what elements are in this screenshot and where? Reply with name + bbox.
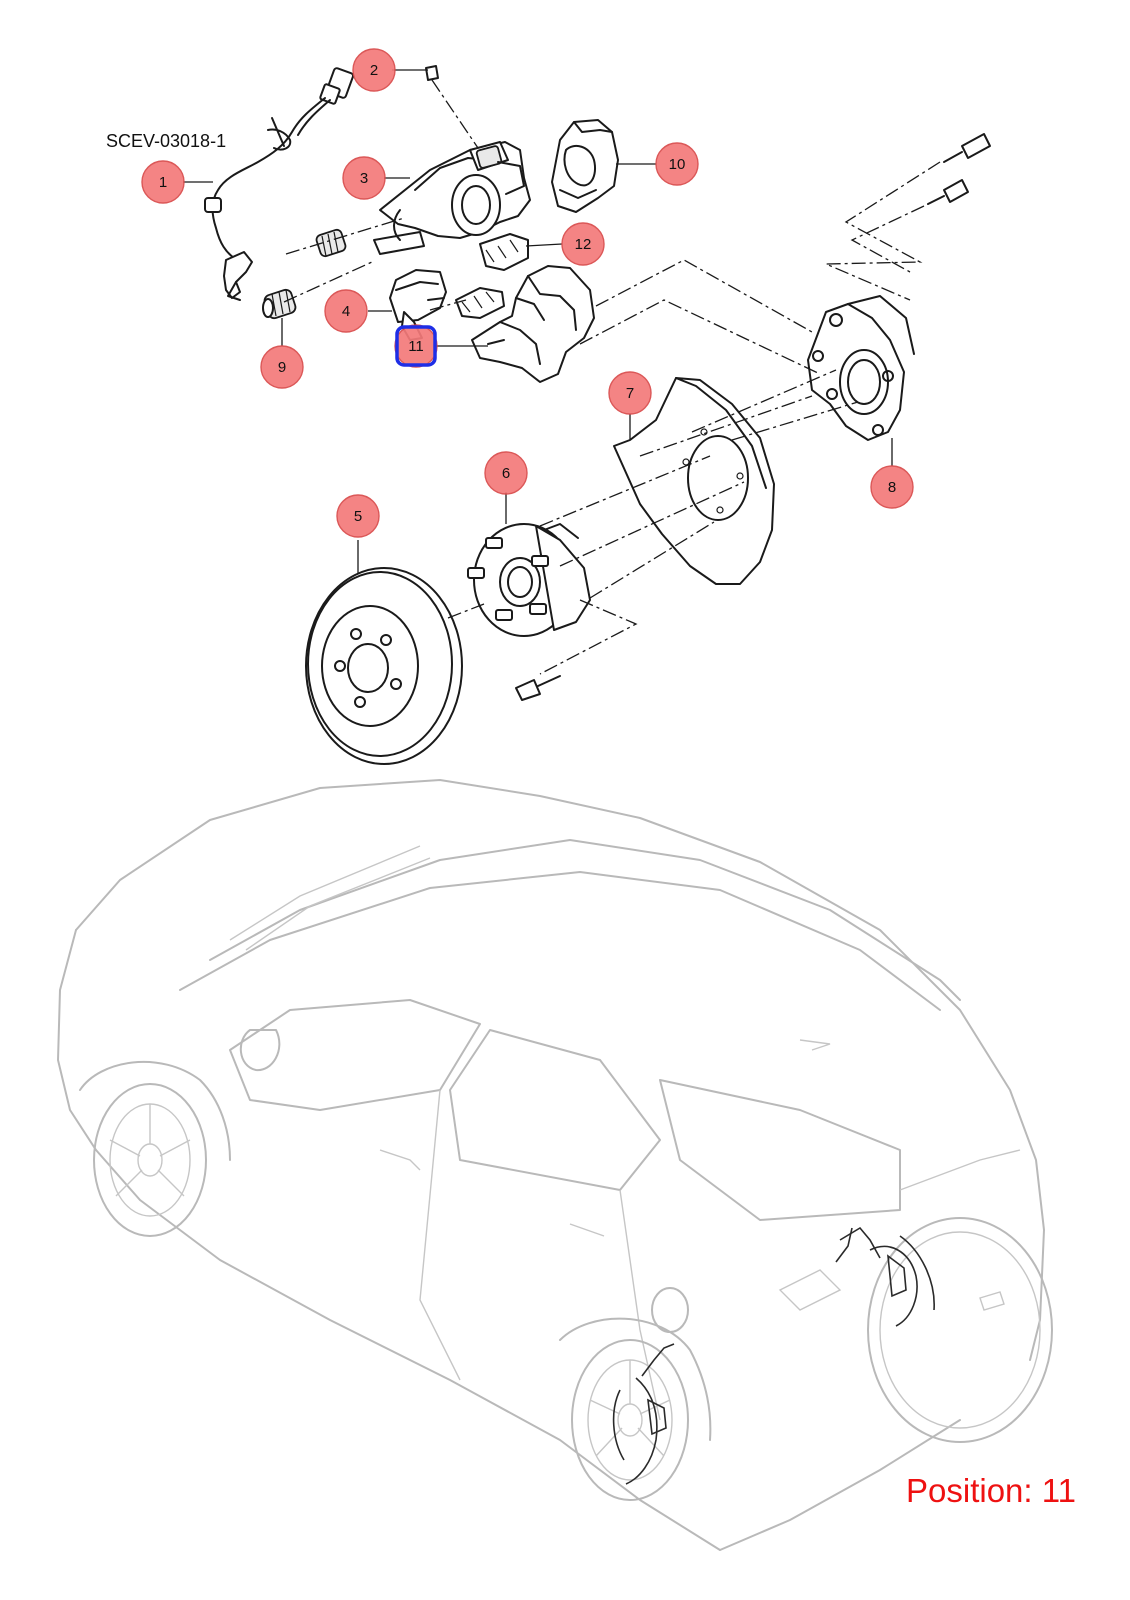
assembly-lines [283, 161, 941, 675]
callout-4[interactable]: 4 [324, 289, 368, 333]
callout-2[interactable]: 2 [352, 48, 396, 92]
part-3-caliper-body[interactable] [373, 141, 531, 255]
part-8-knuckle[interactable] [807, 295, 915, 441]
callout-8-label: 8 [888, 479, 896, 496]
part-5-brake-disc[interactable] [305, 567, 463, 765]
callout-7-label: 7 [626, 385, 634, 402]
part-10-caliper-housing[interactable] [551, 119, 619, 213]
part-7-dust-shield[interactable] [613, 377, 775, 585]
callout-9-label: 9 [278, 359, 286, 376]
callout-11-highlight [395, 325, 437, 367]
part-6-hub-bearing[interactable] [467, 523, 591, 637]
callout-8[interactable]: 8 [870, 465, 914, 509]
callout-1[interactable]: 1 [141, 160, 185, 204]
part-2-bleeder-screw[interactable] [425, 65, 479, 149]
callout-11-label: 11 [408, 338, 424, 355]
callout-12[interactable]: 12 [561, 222, 605, 266]
drawing-code: SCEV-03018-1 [106, 131, 227, 151]
callout-10-label: 10 [669, 156, 686, 173]
callout-12-label: 12 [575, 236, 592, 253]
part-11-caliper-bracket[interactable] [471, 265, 595, 383]
callout-9[interactable]: 9 [260, 345, 304, 389]
callout-leaders [183, 69, 893, 574]
part-1-speed-sensor-cable[interactable] [204, 67, 354, 301]
callout-3-label: 3 [360, 170, 368, 187]
callout-5[interactable]: 5 [336, 494, 380, 538]
part-9-guide-pin-boots[interactable] [262, 228, 347, 320]
callout-3[interactable]: 3 [342, 156, 386, 200]
callout-1-label: 1 [159, 174, 167, 191]
callout-10[interactable]: 10 [655, 142, 699, 186]
callout-4-label: 4 [342, 303, 350, 320]
callout-2-label: 2 [370, 62, 378, 79]
callout-6[interactable]: 6 [484, 451, 528, 495]
bolts [515, 133, 991, 701]
callout-6-label: 6 [502, 465, 510, 482]
part-12-pad-clips[interactable] [455, 233, 529, 319]
callout-11[interactable]: 11 [394, 324, 438, 368]
callout-7[interactable]: 7 [608, 371, 652, 415]
vehicle-locator-illustration [57, 779, 1053, 1551]
callout-5-label: 5 [354, 508, 362, 525]
position-label: Position: 11 [906, 1472, 1076, 1509]
